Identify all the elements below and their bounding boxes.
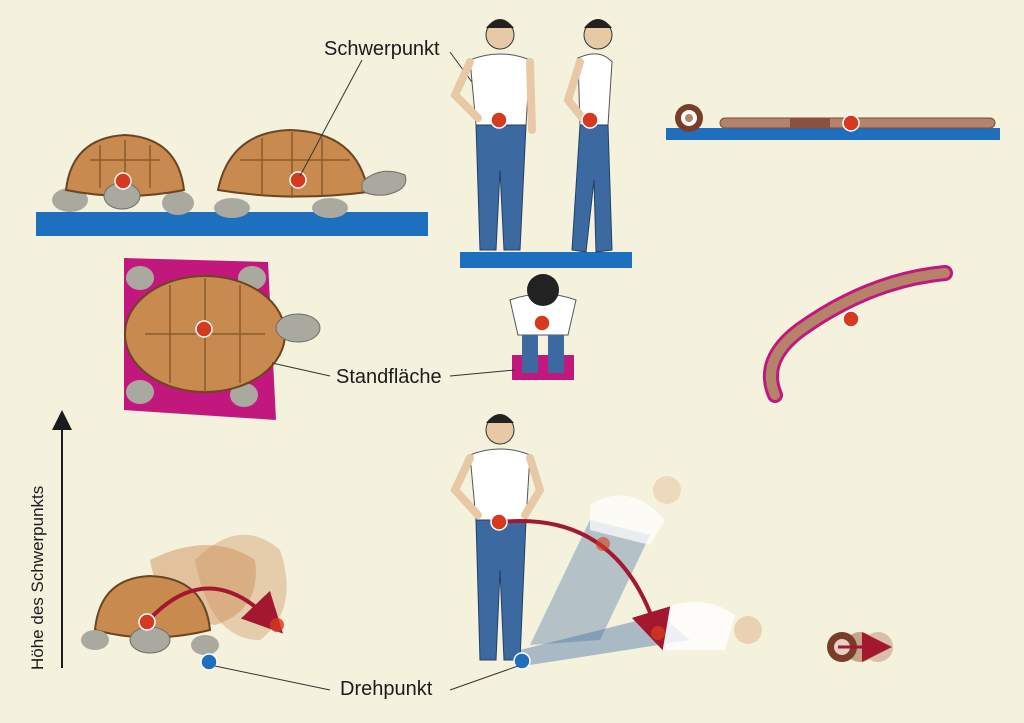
- center-of-gravity-dot: [289, 171, 307, 189]
- pivot-dot: [200, 653, 218, 671]
- center-of-gravity-dot: [651, 626, 665, 640]
- leader-line: [299, 59, 363, 177]
- ground-bar-worm: [666, 128, 1000, 140]
- ground-bar-man: [460, 252, 632, 268]
- center-of-gravity-dot: [270, 618, 284, 632]
- tortoise-front-icon: [52, 133, 194, 215]
- leader-line: [214, 665, 331, 691]
- center-of-gravity-dot: [138, 613, 156, 631]
- pivot-dot: [513, 652, 531, 670]
- tortoise-side-icon: [214, 128, 407, 218]
- center-of-gravity-dot: [114, 172, 132, 190]
- center-of-gravity-dot: [842, 114, 860, 132]
- center-of-gravity-dot: [842, 310, 860, 328]
- center-of-gravity-label: Schwerpunkt: [324, 38, 440, 60]
- support-area-man: [512, 355, 574, 380]
- center-of-gravity-dot: [490, 111, 508, 129]
- leader-line: [449, 665, 519, 691]
- man-falling-icon: [520, 476, 762, 665]
- earthworm-curved-icon: [762, 265, 953, 403]
- leader-line: [271, 362, 331, 377]
- center-of-gravity-dot: [195, 320, 213, 338]
- center-of-gravity-dot: [596, 537, 610, 551]
- man-front-icon: [450, 19, 536, 251]
- earthworm-straight-icon: [675, 104, 996, 132]
- tipping-arrow: [145, 586, 284, 634]
- leader-line: [449, 369, 516, 377]
- support-area-label: Standfläche: [336, 366, 442, 388]
- man-side-icon: [563, 19, 613, 253]
- center-of-gravity-dot: [533, 314, 551, 332]
- center-of-gravity-dot: [490, 513, 508, 531]
- height-axis-label: Höhe des Schwerpunkts: [28, 485, 47, 670]
- center-of-gravity-dot: [581, 111, 599, 129]
- man-standing-icon: [450, 414, 545, 661]
- pivot-point-label: Drehpunkt: [340, 678, 433, 700]
